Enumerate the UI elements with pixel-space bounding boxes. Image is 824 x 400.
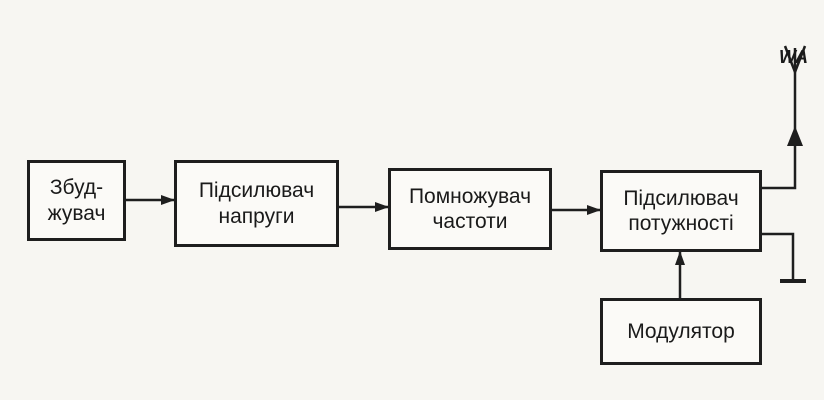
frequency-multiplier-block: Помножувач частоти <box>388 168 552 250</box>
power-amplifier-block: Підсилювач потужності <box>600 170 762 252</box>
modulator-block: Модулятор <box>600 298 762 365</box>
antenna-feed-line <box>762 70 797 190</box>
voltage-amplifier-block: Підсилювач напруги <box>174 160 339 247</box>
ground-line <box>762 232 795 280</box>
exciter-block: Збуд- жувач <box>27 160 126 241</box>
antenna-label: WA <box>779 47 808 67</box>
antenna-icon <box>783 45 807 73</box>
signal-direction-arrowhead <box>787 126 803 146</box>
